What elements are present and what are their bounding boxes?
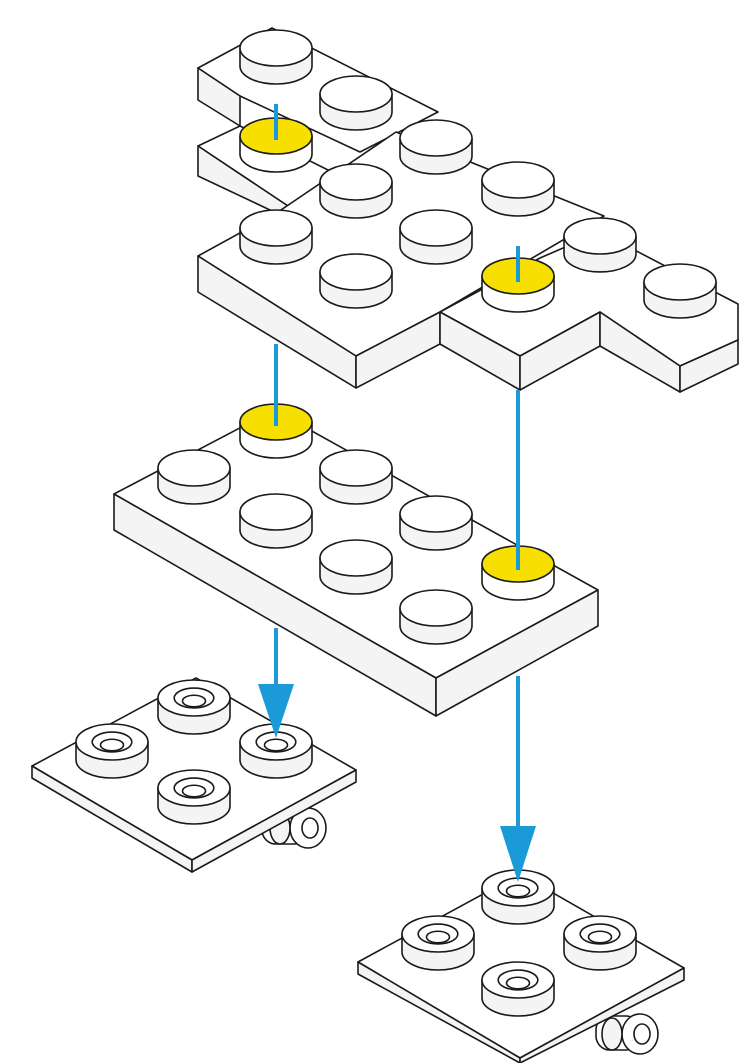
- stud: [564, 916, 636, 970]
- stud: [564, 218, 636, 272]
- stud: [402, 916, 474, 970]
- plate-2x2-wheel-holder-right: [358, 870, 684, 1063]
- stud: [320, 76, 392, 130]
- plate-2x4: [114, 404, 598, 716]
- stud: [158, 450, 230, 504]
- stud: [158, 680, 230, 734]
- stud: [76, 724, 148, 778]
- stud: [320, 540, 392, 594]
- stud: [320, 450, 392, 504]
- stud: [482, 162, 554, 216]
- top-plate-group: [198, 28, 738, 392]
- stud: [240, 30, 312, 84]
- stud: [158, 770, 230, 824]
- stud: [644, 264, 716, 318]
- stud: [400, 590, 472, 644]
- stud: [240, 210, 312, 264]
- stud: [320, 254, 392, 308]
- stud: [240, 494, 312, 548]
- stud: [400, 496, 472, 550]
- stud: [400, 210, 472, 264]
- stud: [482, 962, 554, 1016]
- stud: [320, 164, 392, 218]
- plate-2x2-wheel-holder-left: [32, 678, 356, 872]
- stud: [400, 120, 472, 174]
